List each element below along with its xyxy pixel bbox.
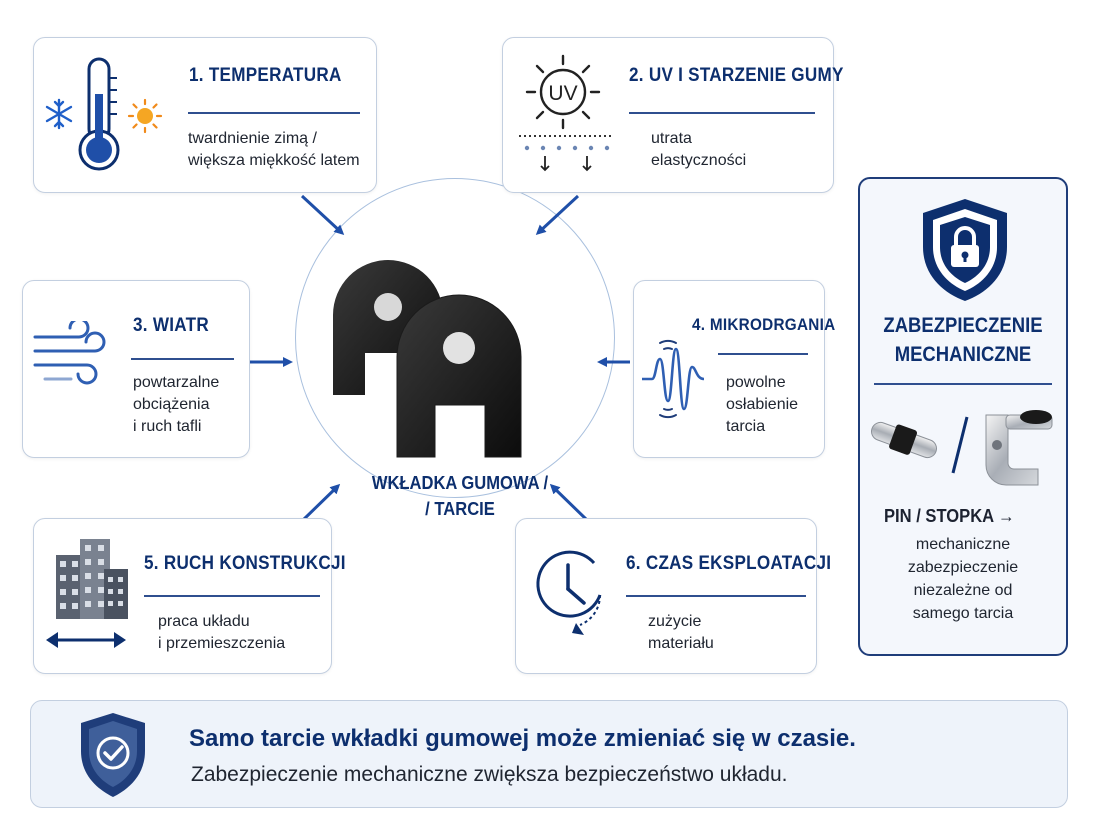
side-title-rule: [874, 383, 1052, 385]
card-title: 5. RUCH KONSTRUKCJI: [144, 553, 346, 574]
summary-line-2: Zabezpieczenie mechaniczne zwiększa bezp…: [191, 763, 788, 786]
card-title: 3. WIATR: [133, 315, 209, 336]
pin-image: [871, 421, 937, 459]
shield-check-icon: [81, 713, 145, 797]
center-circle: [295, 178, 615, 498]
shield-lock-icon: [923, 199, 1007, 301]
mechanical-protection-panel: ZABEZPIECZENIE MECHANICZNE PIN / STOPKA …: [858, 177, 1068, 656]
stopka-bracket-image: [985, 410, 1053, 486]
card-description: powtarzalne obciążenia i ruch tafli: [133, 374, 220, 435]
card-czas-eksploatacji: 6. CZAS EKSPLOATACJI zużycie materiału: [515, 518, 831, 674]
card-description: praca układu i przemieszczenia: [158, 613, 286, 652]
snowflake-icon: [45, 98, 73, 130]
clock-icon: [536, 550, 602, 635]
card-description: twardnienie zimą / większa miękkość late…: [188, 130, 360, 169]
card-uv: UV 2. UV I STARZENIE GUMY utrata elastyc…: [502, 37, 843, 193]
card-description: powolne osłabienie tarcia: [726, 374, 799, 435]
card-mikrodrgania: 4. MIKRODRGANIA powolne osłabienie tarci…: [633, 280, 835, 458]
thermometer-icon: [78, 57, 120, 171]
summary-line-1: Samo tarcie wkładki gumowej może zmienia…: [189, 725, 856, 753]
center-label: WKŁADKA GUMOWA / / TARCIE: [371, 473, 549, 519]
uv-sun-icon: UV: [525, 54, 601, 130]
title-rule: [626, 595, 806, 597]
card-title: 1. TEMPERATURA: [189, 65, 342, 86]
side-description: mechaniczne zabezpieczenie niezależne od…: [907, 536, 1019, 622]
building-icon: [56, 539, 128, 619]
card-wiatr: 3. WIATR powtarzalne obciążenia i ruch t…: [22, 280, 250, 458]
card-title: 2. UV I STARZENIE GUMY: [629, 65, 844, 86]
double-arrow-icon: [46, 632, 126, 648]
card-description: zużycie materiału: [648, 613, 714, 652]
rubber-insert-image: [333, 260, 522, 458]
card-title: 4. MIKRODRGANIA: [692, 315, 836, 334]
uv-rays-icon: [519, 135, 611, 172]
vibration-wave-icon: [642, 339, 705, 419]
wind-icon: [33, 321, 106, 385]
summary-rest-part: wkładki gumowej może zmieniać się w czas…: [325, 725, 856, 752]
card-temperatura: 1. TEMPERATURA twardnienie zimą / większ…: [33, 37, 377, 193]
sun-icon: [127, 98, 163, 134]
card-ruch-konstrukcji: 5. RUCH KONSTRUKCJI praca układu i przem…: [33, 518, 346, 674]
pin-stopka-label: PIN / STOPKA →: [884, 506, 1015, 526]
uv-icon-text: UV: [548, 82, 577, 105]
title-rule: [131, 358, 234, 360]
summary-bold-part: Samo tarcie: [189, 725, 326, 752]
card-description: utrata elastyczności: [651, 130, 747, 169]
separator-slash: [951, 416, 969, 474]
title-rule: [188, 112, 360, 114]
title-rule: [629, 112, 815, 114]
title-rule: [718, 353, 808, 355]
summary-panel: Samo tarcie wkładki gumowej może zmienia…: [30, 700, 1068, 808]
card-title: 6. CZAS EKSPLOATACJI: [626, 553, 832, 574]
title-rule: [144, 595, 320, 597]
side-panel-title: ZABEZPIECZENIE MECHANICZNE: [883, 314, 1043, 366]
